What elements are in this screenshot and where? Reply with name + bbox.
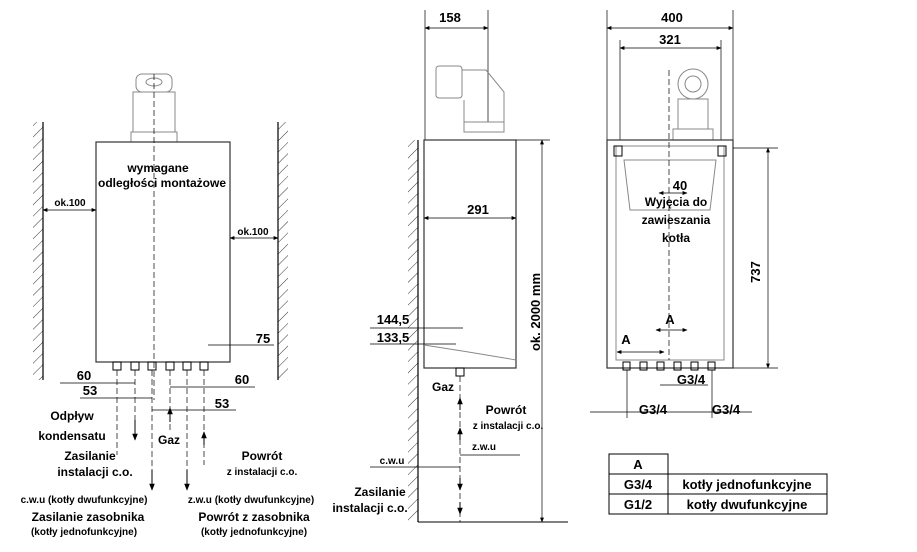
dim-53-left-label: 53 [83, 383, 97, 398]
clearance-left-label: ok.100 [54, 198, 86, 209]
side-cold-water-label: z.w.u [472, 442, 496, 453]
dim-400-label: 400 [661, 10, 683, 25]
condensate-label-line2: kondensatu [38, 429, 105, 443]
dim-133-5-label: 133,5 [377, 330, 410, 345]
height-2000-label: ok. 2000 mm [528, 273, 543, 351]
dim-158-label: 158 [439, 10, 461, 25]
dim-291-label: 291 [467, 202, 489, 217]
legend-row1-code: G3/4 [624, 477, 653, 492]
side-return-label-line2: z instalacji c.o. [473, 421, 544, 432]
thread-right-label: G3/4 [712, 402, 741, 417]
front-heading-line2: odległości montażowe [98, 176, 226, 190]
dim-A-left-label: A [621, 332, 631, 347]
front-heading-line1: wymagane [126, 161, 189, 175]
clearance-right-label: ok.100 [237, 227, 269, 238]
heating-return-label-line1: Powrót [242, 449, 283, 463]
legend-row2-desc: kotły dwufunkcyjne [687, 497, 808, 512]
dhw-label: c.w.u (kotły dwufunkcyjne) [21, 495, 148, 506]
front-pipe-leads [116, 370, 207, 491]
dim-60-right-label: 60 [235, 372, 249, 387]
dim-737-label: 737 [748, 261, 763, 283]
pipe-stubs-front [112, 361, 209, 371]
legend-row2-code: G1/2 [624, 497, 652, 512]
condensate-label-line1: Odpływ [50, 409, 94, 423]
rear-flue [672, 68, 714, 141]
dim-144-5-label: 144,5 [377, 312, 410, 327]
cold-water-label: z.w.u (kotły dwufunkcyjne) [188, 495, 314, 506]
side-supply-label-line2: instalacji c.o. [332, 501, 407, 515]
heating-return-label-line2: z instalacji c.o. [227, 467, 298, 478]
dim-321-label: 321 [659, 32, 681, 47]
cylinder-supply-label-line1: Zasilanie zasobnika [32, 510, 145, 524]
hanging-slots-line2: zawieszania [642, 213, 711, 227]
cylinder-return-label-line1: Powrót z zasobnika [198, 510, 310, 524]
front-gas-label: Gaz [158, 433, 180, 447]
legend-header: A [633, 457, 643, 472]
hanging-slots-line3: kotła [662, 231, 690, 245]
heating-supply-label-line2: instalacji c.o. [57, 465, 132, 479]
rear-view: 400 321 40 Wyjęcia do zawieszania kotła … [590, 10, 778, 418]
cylinder-supply-label-line2: (kotły jednofunkcyjne) [31, 527, 137, 538]
side-flue-elbow [435, 65, 505, 133]
side-supply-label-line1: Zasilanie [354, 485, 406, 499]
thread-left-label: G3/4 [639, 402, 668, 417]
side-gas-label: Gaz [432, 380, 454, 394]
side-return-label-line1: Powrót [486, 403, 527, 417]
heating-supply-label-line1: Zasilanie [64, 449, 116, 463]
side-view: 158 291 144,5 133,5 ok. 2000 mm Gaz Powr… [332, 10, 568, 523]
dim-A-center-label: A [665, 312, 675, 327]
dim-53-right-label: 53 [215, 396, 229, 411]
thread-center-label: G3/4 [677, 372, 706, 387]
right-wall [277, 122, 288, 380]
dim-60-left-label: 60 [77, 368, 91, 383]
boiler-side-casing [423, 139, 517, 369]
dim-40-label: 40 [673, 178, 687, 193]
side-dhw-label: c.w.u [380, 456, 405, 467]
cylinder-return-label-line2: (kotły jednofunkcyjne) [201, 527, 307, 538]
front-view: wymagane odległości montażowe ok.100 ok.… [21, 73, 314, 538]
boiler-front-casing [95, 141, 231, 363]
hanging-slots-line1: Wyjęcia do [645, 195, 707, 209]
left-wall [33, 122, 44, 380]
pipe-stubs-rear [622, 361, 716, 371]
legend-table: A G3/4 kotły jednofunkcyjne G1/2 kotły d… [608, 453, 828, 515]
dim-75-label: 75 [256, 331, 270, 346]
legend-row1-desc: kotły jednofunkcyjne [682, 477, 811, 492]
